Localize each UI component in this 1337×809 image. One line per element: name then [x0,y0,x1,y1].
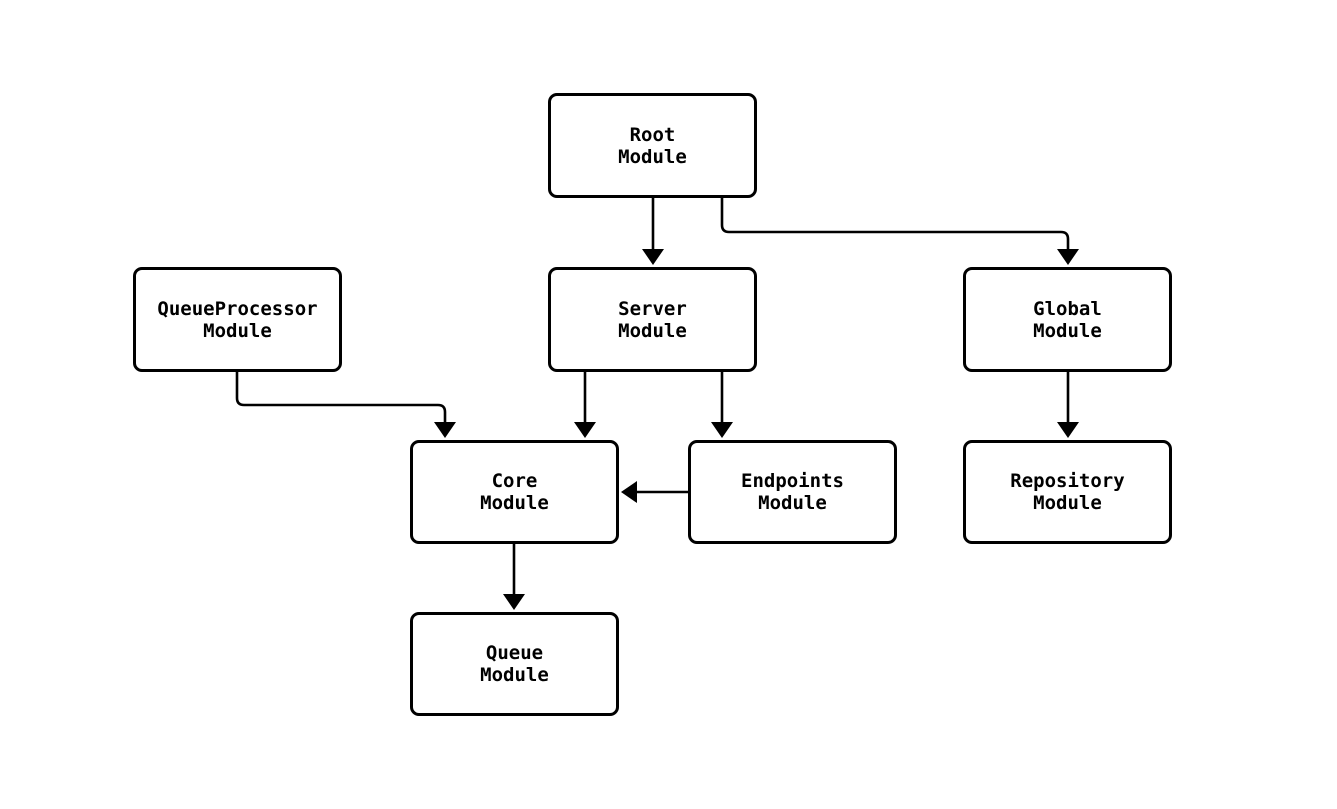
node-global-label-line: Global [1033,297,1102,320]
edge-root-to-global [720,198,1079,265]
node-root-label-line: Module [618,145,687,168]
node-endpoints-label-line: Module [758,492,827,514]
node-repository-label-line: Repository [1010,470,1125,492]
node-repository-label-line: Module [1033,492,1102,514]
node-queueprocessor-label-line: Module [203,319,272,342]
node-queue-label-line: Queue [485,642,544,664]
node-core-label-line: Module [480,492,549,514]
node-root-label-line: Root [629,123,676,146]
edge-queueprocessor-to-core [235,372,456,438]
node-queueprocessor-label-line: QueueProcessor [157,297,318,320]
node-server-label-line: Module [618,319,687,342]
node-server-label-line: Server [618,297,687,320]
node-queue-label-line: Module [480,664,549,686]
node-global-label-line: Module [1033,319,1102,342]
edge-group [235,198,1079,610]
node-endpoints-label-line: Endpoints [741,470,844,492]
node-core-label-line: Core [491,470,538,492]
